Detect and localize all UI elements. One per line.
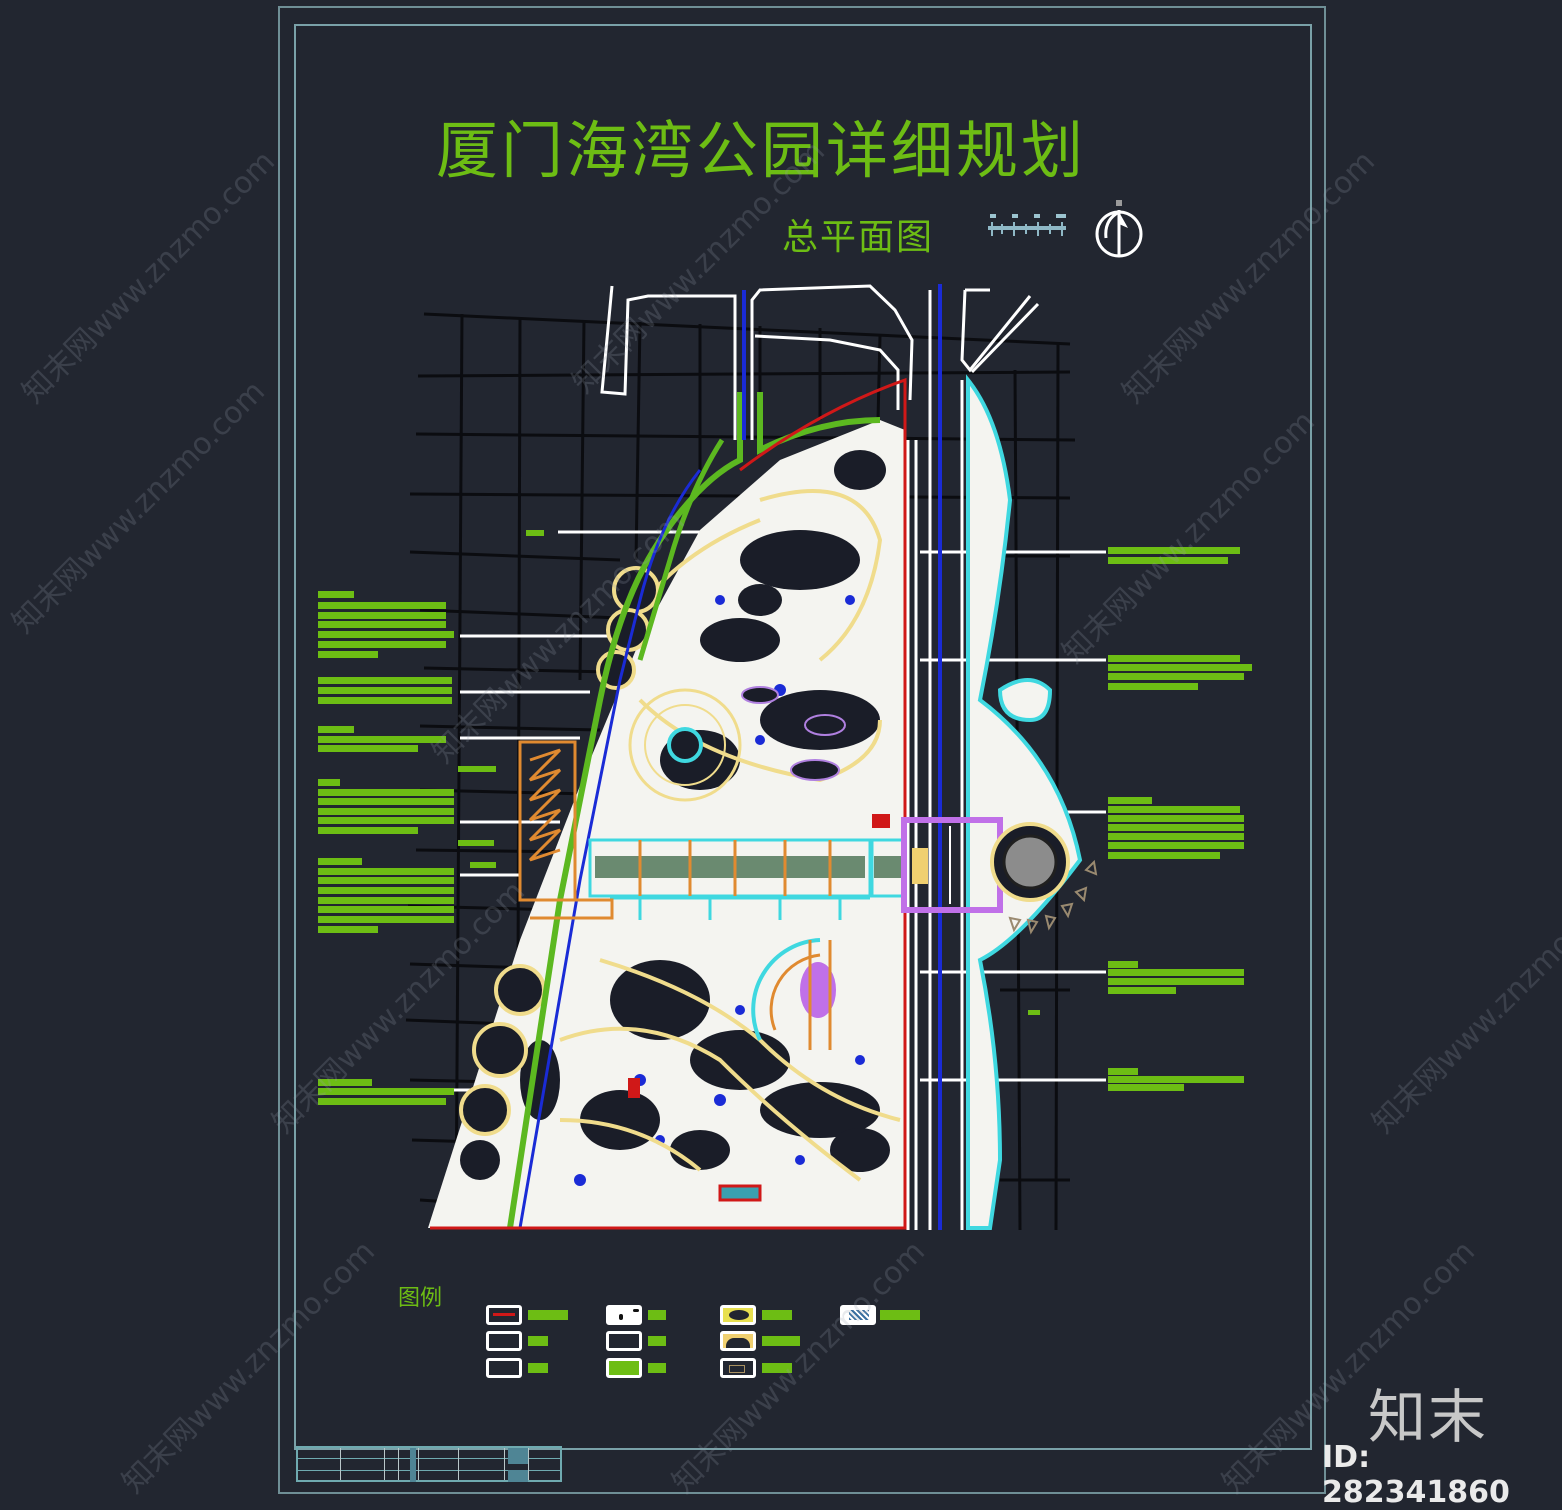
legend-swatch-trees xyxy=(606,1305,642,1325)
legend-swatch-water-feature xyxy=(840,1305,876,1325)
amphitheater xyxy=(628,688,742,802)
legend-label-bar xyxy=(648,1363,666,1373)
legend-label-bar xyxy=(648,1310,666,1320)
site-boundary xyxy=(430,377,907,1230)
north-arrow-icon xyxy=(1095,200,1143,258)
legend-label-bar xyxy=(762,1336,800,1346)
pond-outlines xyxy=(741,686,846,781)
plan-labels xyxy=(458,530,1040,1015)
greenway xyxy=(507,392,881,1229)
legend-swatch-lawn xyxy=(606,1358,642,1378)
legend-label-bar xyxy=(648,1336,666,1346)
road-outlines xyxy=(440,284,1106,1230)
legend-swatch-shrub xyxy=(720,1305,756,1325)
drawing-border-outer xyxy=(278,6,1326,1494)
watermark-logo: 知末 xyxy=(1368,1383,1489,1451)
legend-title: 图例 xyxy=(398,1286,443,1311)
circular-pier xyxy=(990,822,1098,935)
legend-label-bar xyxy=(528,1310,568,1320)
south-circle-plaza xyxy=(751,938,836,1050)
legend-swatch-outline xyxy=(720,1358,756,1378)
legend-label-bar xyxy=(762,1310,792,1320)
title-block xyxy=(296,1446,562,1482)
legend-label-bar xyxy=(528,1363,548,1373)
drawing-subtitle: 总平面图 xyxy=(782,217,935,258)
park-area xyxy=(428,420,905,1228)
legend-label-bar xyxy=(528,1336,548,1346)
scale-bar-icon xyxy=(988,214,1066,236)
legend-swatch-empty xyxy=(606,1331,642,1351)
legend-swatch-arch xyxy=(720,1331,756,1351)
legend-swatch-empty xyxy=(486,1358,522,1378)
blue-axis xyxy=(742,284,942,1230)
shoreline xyxy=(966,374,1083,1230)
legend-swatch-boundary xyxy=(486,1305,522,1325)
legend-label-bar xyxy=(762,1363,792,1373)
drawing-title: 厦门海湾公园详细规划 xyxy=(436,114,1087,187)
south-building xyxy=(628,1078,762,1202)
drawing-border-inner xyxy=(294,24,1312,1450)
legend-swatch-empty xyxy=(486,1331,522,1351)
legend-label-bar xyxy=(880,1310,920,1320)
stepped-structure xyxy=(518,740,614,920)
central-promenade xyxy=(588,814,906,920)
